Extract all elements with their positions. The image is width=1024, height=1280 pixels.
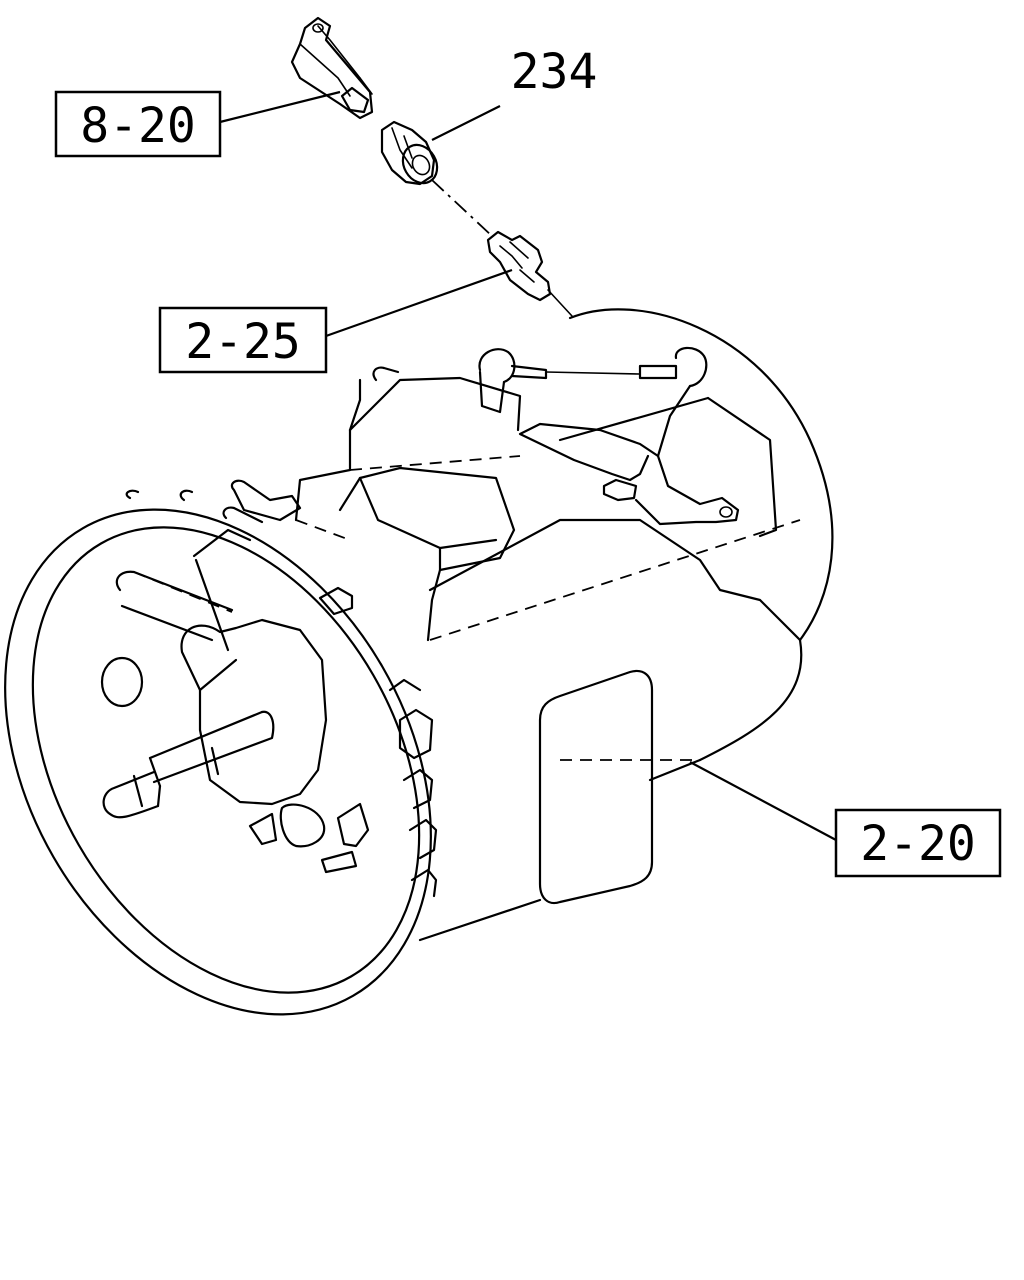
callout-2-25: 2-25 [158, 306, 328, 374]
leader-234 [431, 105, 501, 141]
callout-2-25-text: 2-25 [185, 314, 301, 370]
callout-8-20: 8-20 [54, 90, 222, 158]
callout-2-20-text: 2-20 [860, 816, 976, 872]
callout-2-20: 2-20 [834, 808, 1002, 878]
callout-8-20-text: 8-20 [80, 98, 196, 154]
leader-2-25 [325, 268, 513, 338]
connector-part-234 [380, 120, 439, 186]
solenoid-component [290, 16, 374, 120]
part-number-234: 234 [511, 44, 598, 100]
sensor-part-2-25 [486, 230, 573, 317]
leader-2-20 [689, 761, 837, 841]
transmission-case [4, 308, 834, 1016]
leader-8-20 [219, 90, 341, 124]
